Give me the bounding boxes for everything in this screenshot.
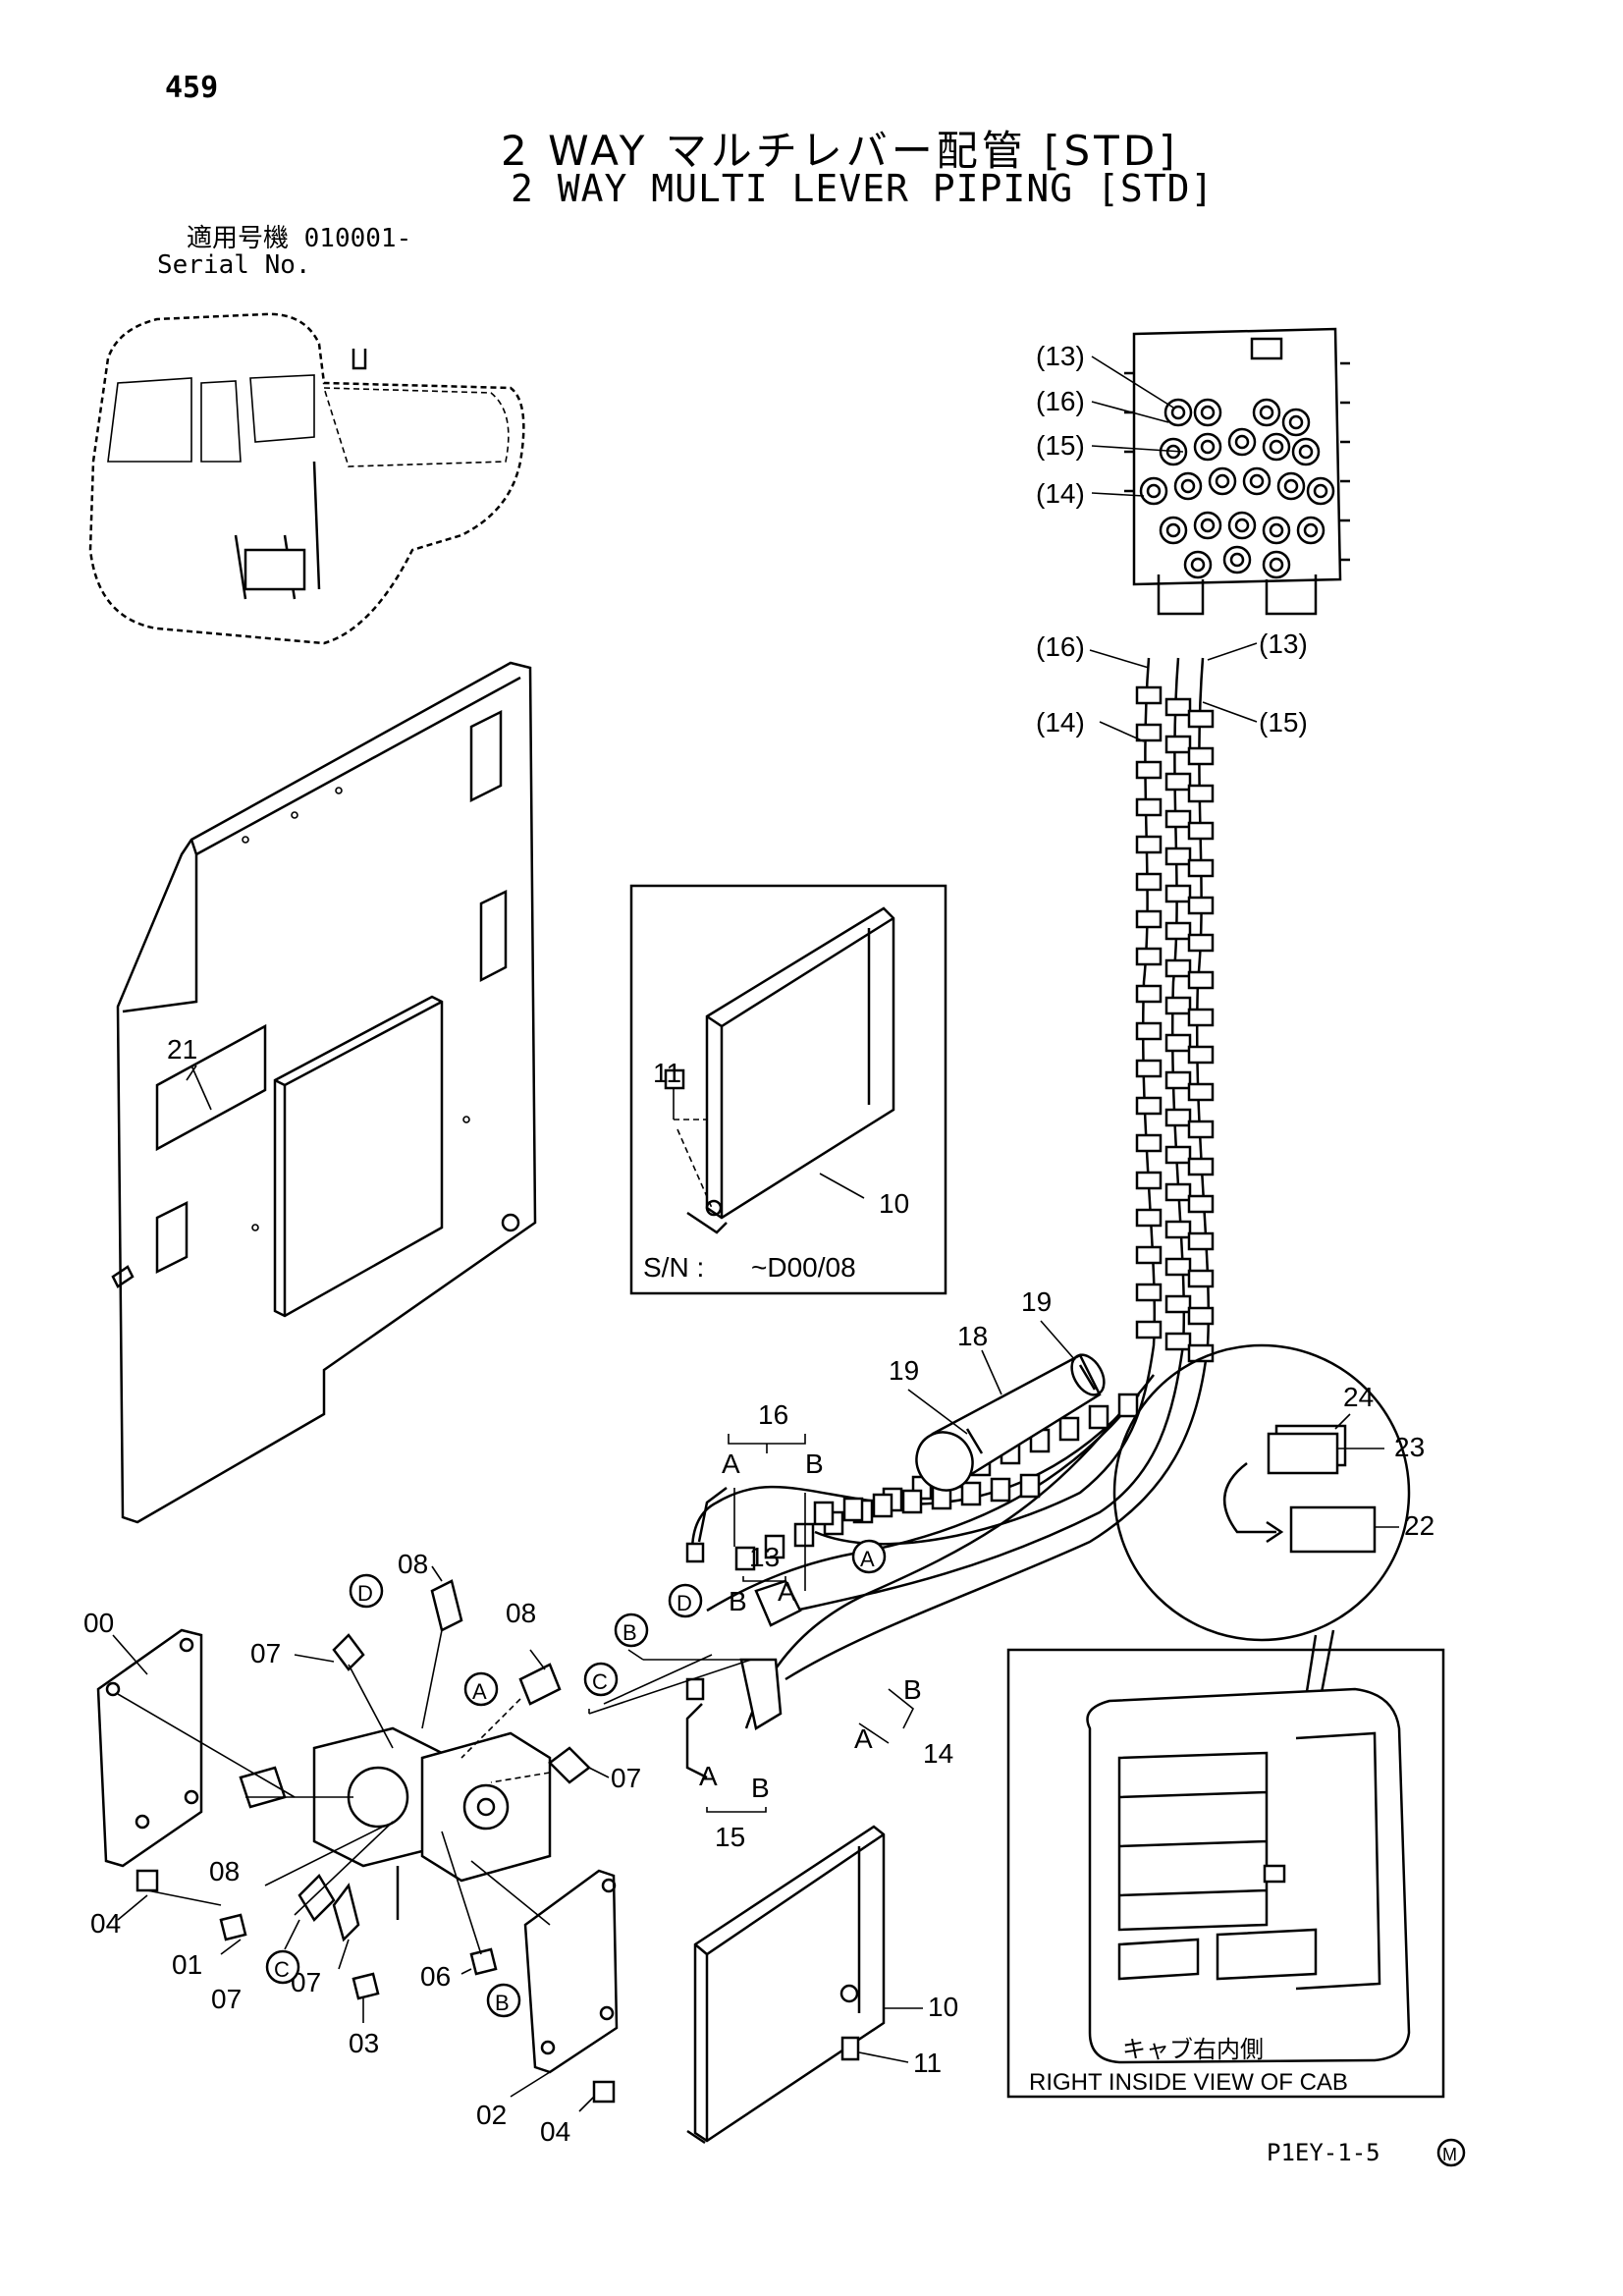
marker-a-manifold: A — [472, 1679, 487, 1704]
excavator-overview-illustration — [88, 312, 525, 645]
callout-07-c: 07 — [211, 1984, 242, 2014]
callout-08-c: 08 — [209, 1856, 240, 1886]
port-13-a: A — [778, 1576, 796, 1607]
cab-view-label-english: RIGHT INSIDE VIEW OF CAB — [1029, 2069, 1348, 2096]
callout-11-inset: 11 — [653, 1058, 681, 1088]
callout-06: 06 — [420, 1961, 451, 1992]
callout-07-b: 07 — [611, 1763, 641, 1793]
callout-04-a: 04 — [90, 1908, 121, 1939]
callout-10: 10 — [928, 1992, 958, 2022]
callout-08-a: 08 — [398, 1549, 428, 1579]
circled-markers: D A B C D A C B M — [265, 1539, 1466, 2167]
callout-00: 00 — [83, 1608, 114, 1638]
marker-b-manifold: B — [495, 1991, 510, 2015]
inset-sn-value: ~D00/08 — [751, 1252, 856, 1283]
serial-label-japanese: 適用号機 010001- — [187, 224, 412, 253]
callout-23: 23 — [1394, 1432, 1425, 1462]
inset-sn-label: S/N : — [643, 1252, 704, 1283]
callout-13-hose: (13) — [1259, 629, 1308, 659]
callout-10-inset: 10 — [879, 1188, 909, 1219]
callout-24: 24 — [1343, 1382, 1374, 1412]
hose-bundle-illustration: (16) (13) (14) (15) — [685, 629, 1308, 1779]
multi-lever-valve-illustration: (13) (16) (15) (14) — [1036, 327, 1350, 616]
callout-18: 18 — [957, 1321, 988, 1351]
callout-03: 03 — [349, 2028, 379, 2058]
callout-07-a: 07 — [250, 1638, 281, 1668]
port-14-b: B — [903, 1674, 922, 1705]
marker-d-manifold: D — [357, 1581, 373, 1606]
callout-19-left: 19 — [889, 1355, 919, 1386]
callout-13: 13 — [749, 1542, 780, 1572]
callout-04-b: 04 — [540, 2116, 570, 2147]
serial-label-english: Serial No. — [157, 250, 311, 280]
title-english: 2 WAY MULTI LEVER PIPING [STD] — [511, 167, 1215, 210]
callout-14-hose: (14) — [1036, 707, 1085, 738]
port-15-b: B — [751, 1773, 770, 1803]
callout-15-valve: (15) — [1036, 430, 1085, 461]
marker-c-hose: C — [592, 1669, 608, 1694]
port-15-a: A — [699, 1761, 718, 1791]
lower-cover-illustration: 10 11 — [686, 1825, 958, 2145]
marker-m: M — [1442, 2145, 1457, 2164]
callout-14-valve: (14) — [1036, 478, 1085, 509]
cab-inside-view-box: キャブ右内側 RIGHT INSIDE VIEW OF CAB — [1006, 1648, 1445, 2099]
callout-13-valve: (13) — [1036, 341, 1085, 371]
protector-tube-illustration: 19 18 19 — [889, 1286, 1106, 1492]
callout-16: 16 — [758, 1399, 788, 1430]
manifold-assembly-illustration — [96, 1579, 752, 2104]
port-14-a: A — [854, 1723, 873, 1754]
callout-19-right: 19 — [1021, 1286, 1052, 1317]
callout-11: 11 — [913, 2048, 942, 2078]
callout-21: 21 — [167, 1034, 197, 1065]
callout-16-hose: (16) — [1036, 631, 1085, 662]
callout-21-group: 21 — [167, 1034, 197, 1081]
port-16-b: B — [805, 1449, 824, 1479]
marker-c-manifold: C — [274, 1957, 290, 1982]
callout-22: 22 — [1404, 1510, 1434, 1541]
callout-02: 02 — [476, 2100, 507, 2130]
cab-side-panel-illustration — [111, 661, 537, 1524]
cab-view-label-japanese: キャブ右内側 — [1122, 2037, 1264, 2063]
hose-port-callouts: 16 A B 13 B A B A 14 A B 15 — [699, 1399, 953, 1852]
callout-15: 15 — [715, 1822, 745, 1852]
title-japanese: 2 WAY マルチレバー配管 [STD] — [501, 127, 1179, 175]
callout-08-b: 08 — [506, 1598, 536, 1628]
marker-d-hose: D — [676, 1591, 692, 1615]
port-13-b: B — [729, 1586, 747, 1616]
serial-inset-box: 11 10 S/N : ~D00/08 — [629, 884, 947, 1295]
page-number: 459 — [165, 71, 219, 105]
callout-15-hose: (15) — [1259, 707, 1308, 738]
drawing-code: P1EY-1-5 — [1267, 2139, 1380, 2166]
marker-a-hose: A — [860, 1547, 875, 1571]
callout-01: 01 — [172, 1949, 202, 1980]
callout-14: 14 — [923, 1738, 953, 1769]
marker-b-hose: B — [622, 1620, 637, 1645]
callout-16-valve: (16) — [1036, 386, 1085, 416]
port-16-a: A — [722, 1449, 740, 1479]
